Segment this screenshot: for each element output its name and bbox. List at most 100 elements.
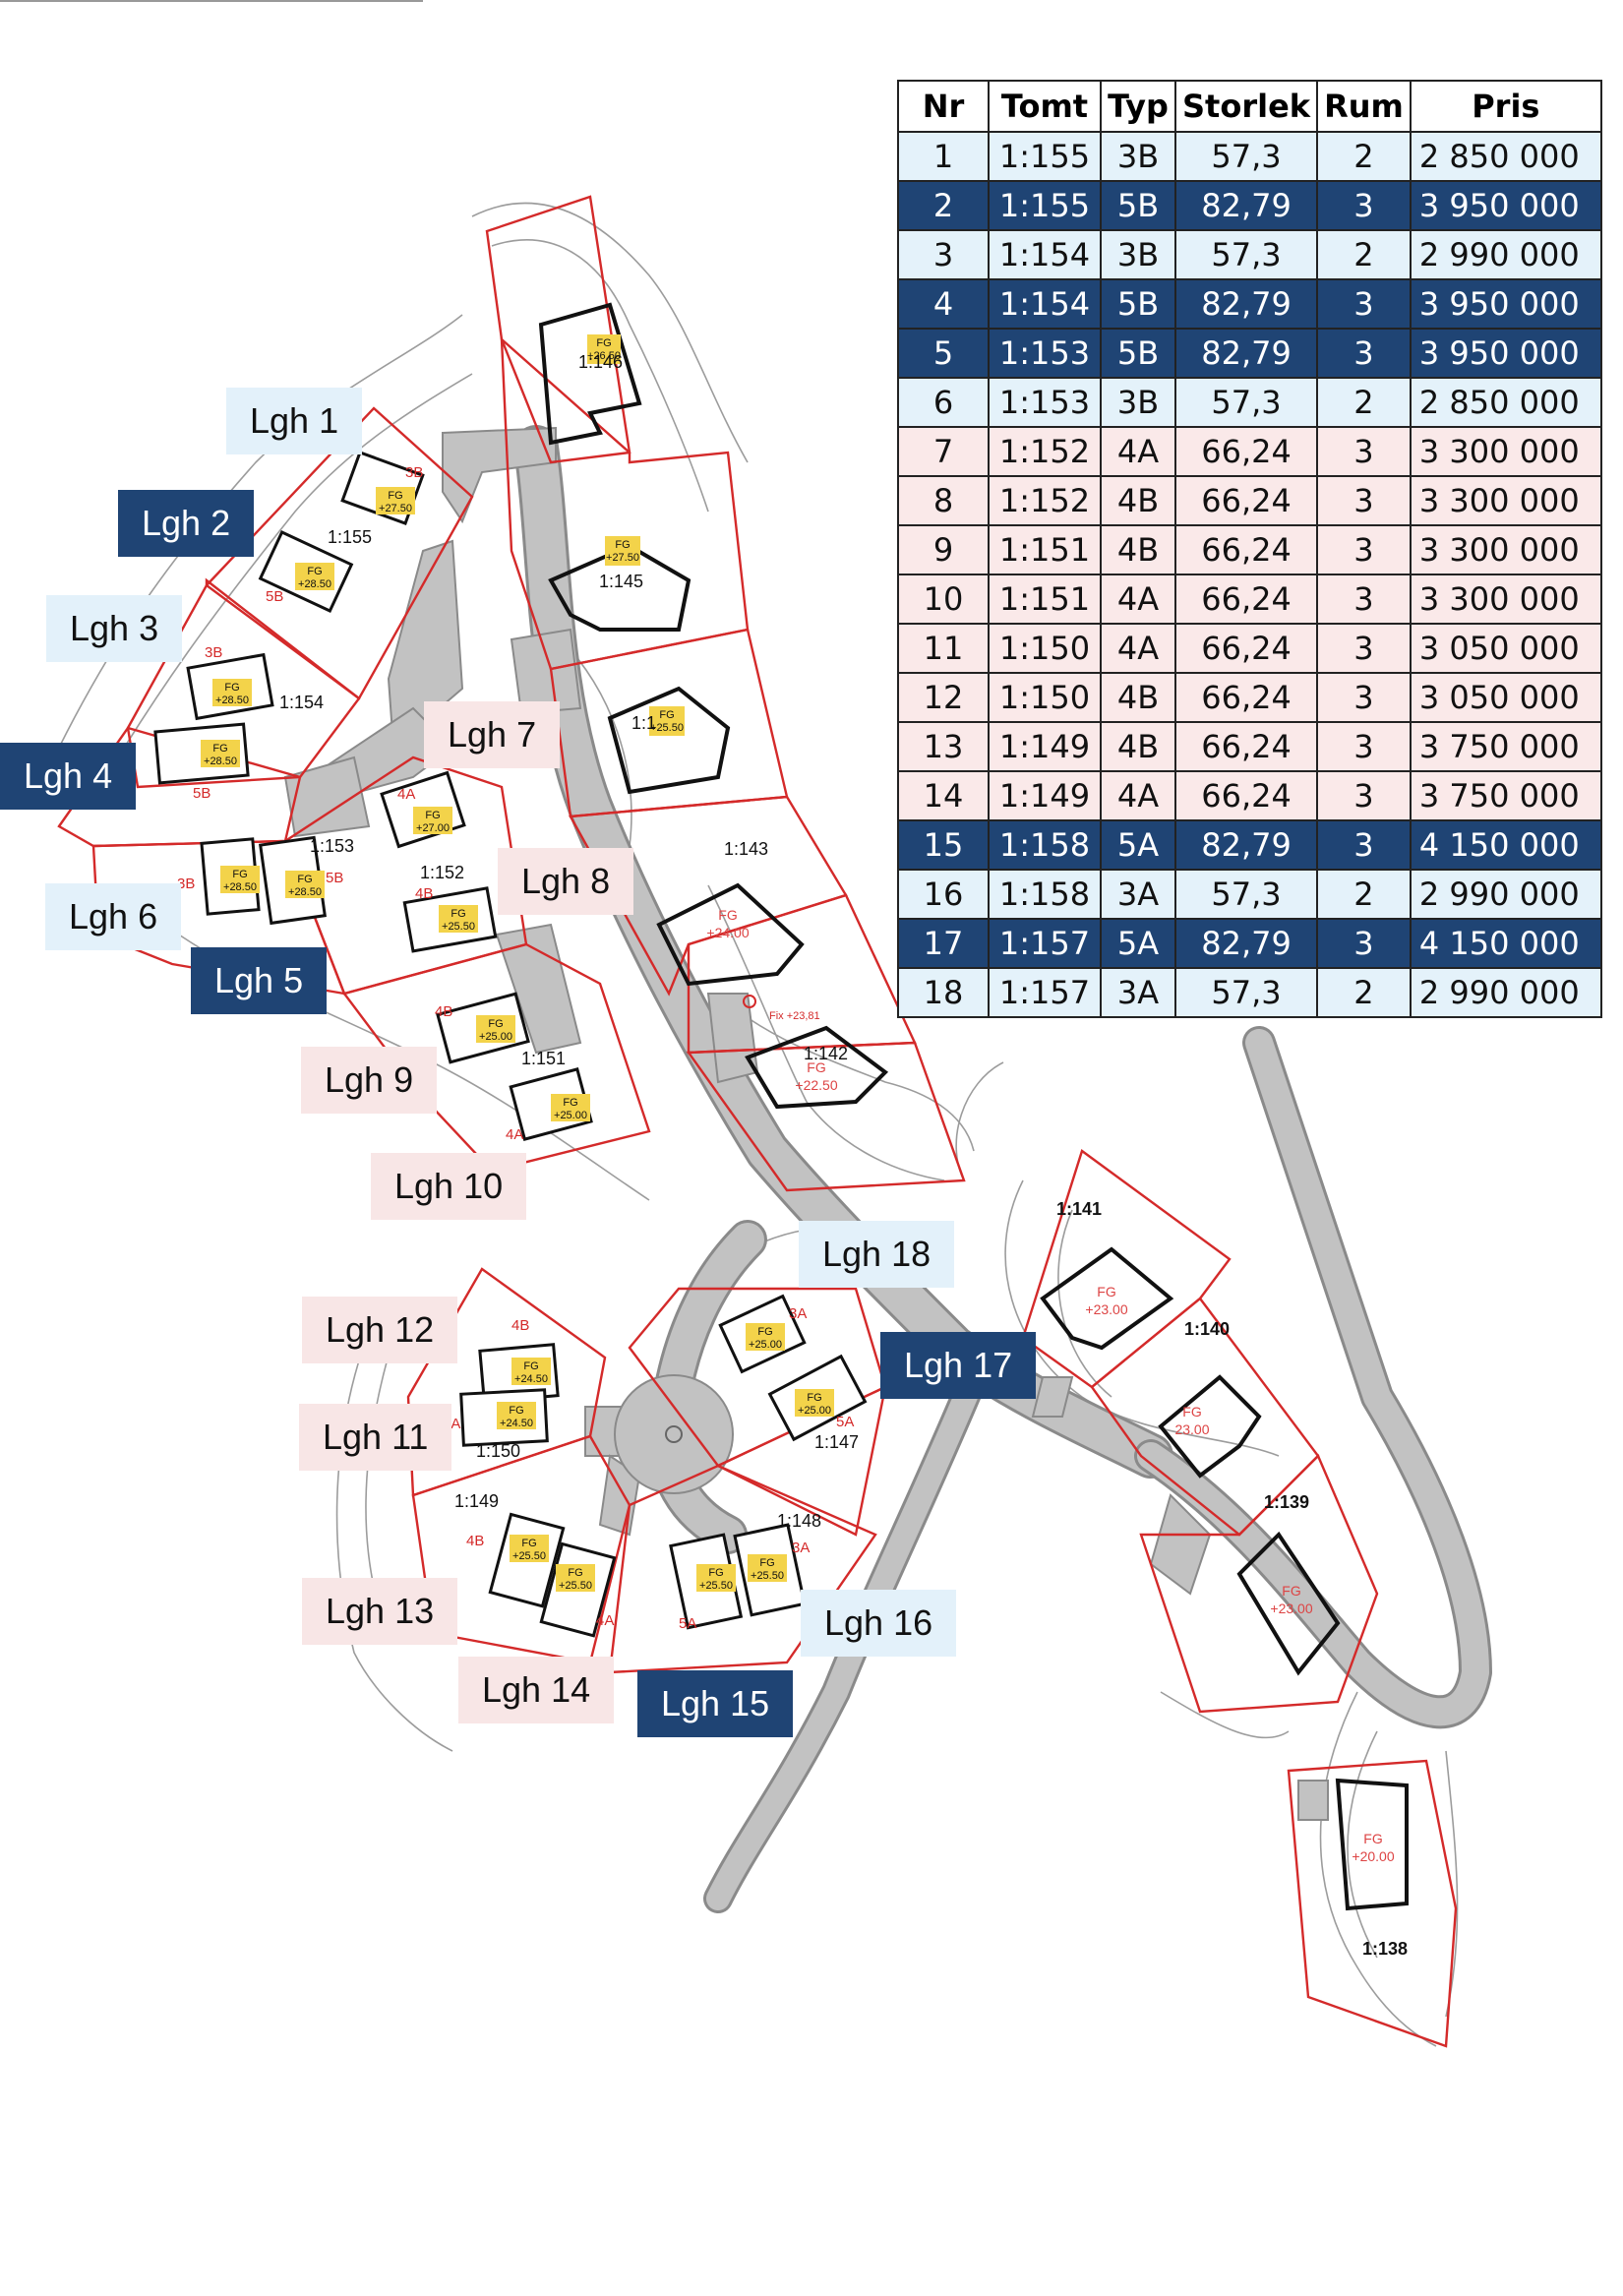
lgh-label[interactable]: Lgh 2 [118,490,255,557]
lgh-label[interactable]: Lgh 12 [302,1297,458,1363]
table-cell-rum: 3 [1316,770,1412,821]
table-cell-storlek: 66,24 [1173,623,1319,674]
lgh-label[interactable]: Lgh 10 [371,1153,527,1220]
table-cell-storlek: 66,24 [1173,770,1319,821]
svg-text:+23.00: +23.00 [1085,1301,1127,1317]
fix-point-label: Fix +23,81 [769,1010,820,1022]
svg-text:+25.00: +25.00 [798,1405,831,1417]
svg-text:3A: 3A [792,1540,810,1556]
lgh-label[interactable]: Lgh 13 [302,1578,458,1645]
table-cell-nr: 10 [897,574,990,625]
svg-text:+27.50: +27.50 [606,552,639,564]
svg-text:4B: 4B [435,1003,452,1020]
header-pris: Pris [1409,80,1602,133]
lgh-label[interactable]: Lgh 5 [191,947,328,1014]
table-cell-typ: 4A [1100,426,1176,477]
svg-text:3B: 3B [405,464,423,481]
lgh-label[interactable]: Lgh 9 [301,1047,438,1114]
lgh-label[interactable]: Lgh 6 [45,883,182,950]
table-cell-pris: 2 850 000 [1409,377,1602,428]
svg-text:FG: FG [568,1567,582,1579]
table-cell-storlek: 66,24 [1173,426,1319,477]
table-cell-pris: 2 990 000 [1409,869,1602,920]
svg-text:FG: FG [212,743,227,755]
table-cell-storlek: 82,79 [1173,180,1319,231]
svg-text:FG: FG [807,1059,825,1075]
table-cell-rum: 3 [1316,426,1412,477]
svg-text:+23.00: +23.00 [1270,1601,1312,1616]
lgh-label[interactable]: Lgh 7 [424,701,561,768]
lgh-label[interactable]: Lgh 15 [637,1670,794,1737]
lgh-label[interactable]: Lgh 3 [46,595,183,662]
table-cell-nr: 15 [897,819,990,871]
table-cell-tomt: 1:155 [988,180,1102,231]
header-rum: Rum [1316,80,1412,133]
table-cell-tomt: 1:158 [988,869,1102,920]
lgh-label[interactable]: Lgh 1 [226,388,363,454]
table-cell-rum: 2 [1316,377,1412,428]
svg-text:+24.50: +24.50 [514,1373,548,1385]
svg-text:FG: FG [509,1405,523,1417]
svg-text:FG: FG [388,490,402,502]
lgh-label[interactable]: Lgh 11 [299,1404,452,1471]
table-cell-tomt: 1:155 [988,131,1102,182]
svg-text:+28.50: +28.50 [223,881,257,893]
table-cell-storlek: 57,3 [1173,229,1319,280]
table-cell-tomt: 1:150 [988,672,1102,723]
lgh-label[interactable]: Lgh 8 [498,848,634,915]
table-cell-rum: 2 [1316,869,1412,920]
svg-text:1:141: 1:141 [1056,1199,1102,1219]
svg-text:4A: 4A [506,1126,523,1143]
table-cell-storlek: 57,3 [1173,967,1319,1018]
svg-text:1:149: 1:149 [454,1491,499,1511]
svg-text:+25.00: +25.00 [749,1339,782,1351]
svg-text:FG: FG [615,539,630,551]
table-cell-pris: 3 050 000 [1409,623,1602,674]
table-cell-typ: 4B [1100,721,1176,772]
table-cell-storlek: 66,24 [1173,721,1319,772]
table-cell-nr: 18 [897,967,990,1018]
lgh-label[interactable]: Lgh 14 [458,1657,615,1723]
lgh-label[interactable]: Lgh 4 [0,743,137,810]
table-cell-pris: 3 300 000 [1409,574,1602,625]
lgh-label[interactable]: Lgh 17 [880,1332,1037,1399]
svg-text:+24.00: +24.00 [706,925,749,940]
table-cell-pris: 3 050 000 [1409,672,1602,723]
table-cell-nr: 16 [897,869,990,920]
svg-text:FG: FG [523,1360,538,1372]
svg-text:FG: FG [297,874,312,885]
lgh-label[interactable]: Lgh 18 [799,1221,955,1288]
svg-text:3A: 3A [789,1305,807,1322]
table-cell-typ: 3A [1100,869,1176,920]
svg-text:FG: FG [451,908,465,920]
svg-text:+27.00: +27.00 [416,822,450,834]
table-cell-nr: 11 [897,623,990,674]
fg-badges [201,334,834,1592]
table-cell-rum: 3 [1316,475,1412,526]
table-cell-typ: 4A [1100,574,1176,625]
svg-text:5B: 5B [326,870,343,886]
table-cell-pris: 4 150 000 [1409,918,1602,969]
svg-text:+28.50: +28.50 [288,886,322,898]
svg-text:FG: FG [1282,1583,1300,1599]
lgh-label[interactable]: Lgh 16 [801,1590,957,1657]
svg-text:FG: FG [488,1018,503,1030]
